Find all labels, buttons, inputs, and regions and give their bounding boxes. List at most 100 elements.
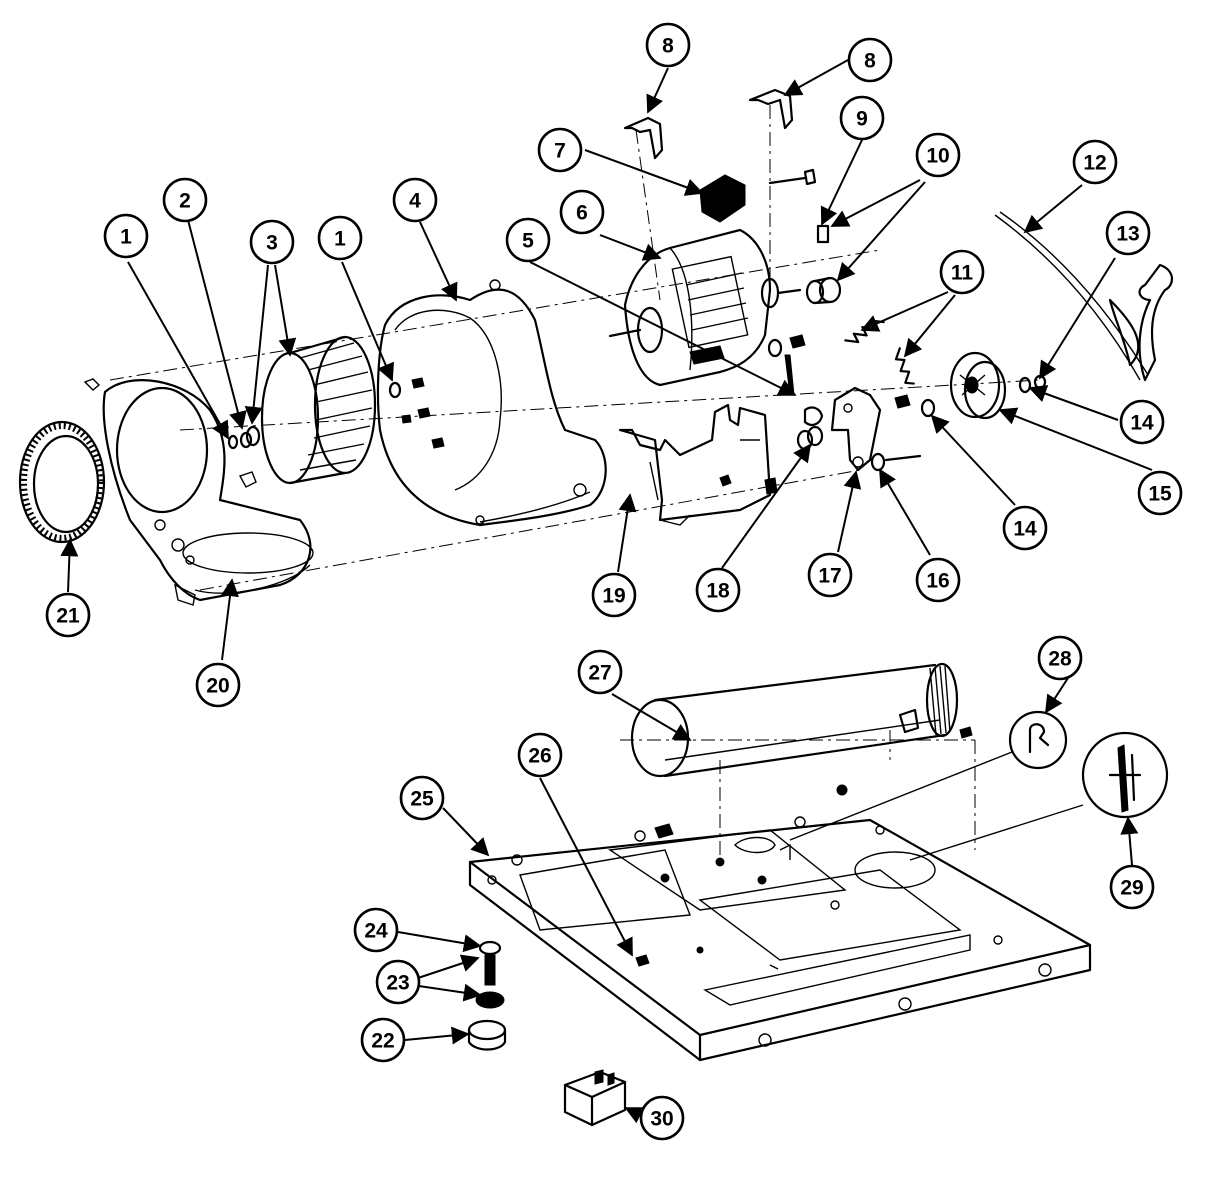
callout-c6: 6: [559, 189, 605, 235]
callout-circle: [249, 219, 295, 265]
callout-c23: 23: [375, 959, 421, 1005]
part-relay: [563, 1069, 627, 1127]
callout-number: 29: [1120, 877, 1143, 900]
callout-number: 4: [409, 190, 421, 213]
callout-number: 10: [926, 145, 949, 168]
callout-number: 11: [951, 262, 974, 285]
callout-c3: 3: [249, 219, 295, 265]
callout-c1a: 1: [103, 213, 149, 259]
callout-number: 19: [602, 585, 625, 608]
callout-circle: [45, 592, 91, 638]
callout-c18: 18: [695, 567, 741, 613]
callout-c25: 25: [399, 775, 445, 821]
callout-number: 22: [371, 1030, 394, 1053]
part-exhaust-duct: [630, 662, 973, 778]
callout-circle: [317, 215, 363, 261]
callout-c15: 15: [1137, 470, 1183, 516]
callout-c19: 19: [591, 572, 637, 618]
part-spring-clip-inset: [909, 731, 1169, 861]
callout-c11: 11: [939, 249, 985, 295]
callout-c17: 17: [807, 552, 853, 598]
callout-circle: [559, 189, 605, 235]
callout-circle: [695, 567, 741, 613]
part-blower-base: [194, 564, 311, 594]
part-leveling-leg: [467, 940, 507, 1051]
part-clip-inset: [789, 710, 1068, 841]
callout-c30: 30: [639, 1095, 685, 1141]
callout-c2: 2: [162, 177, 208, 223]
callout-number: 9: [856, 108, 868, 131]
callout-circle: [1002, 505, 1048, 551]
callout-number: 27: [588, 662, 611, 685]
callout-c21: 21: [45, 592, 91, 638]
callout-circle: [1105, 210, 1151, 256]
callout-circle: [591, 572, 637, 618]
callout-c13: 13: [1105, 210, 1151, 256]
callout-c20: 20: [195, 662, 241, 708]
callout-number: 16: [926, 570, 949, 593]
callout-circle: [103, 213, 149, 259]
callout-number: 20: [206, 675, 229, 698]
callout-circle: [1137, 470, 1183, 516]
callout-circle: [1072, 139, 1118, 185]
callout-circle: [847, 37, 893, 83]
callout-number: 17: [818, 565, 841, 588]
callout-number: 5: [522, 230, 534, 253]
callout-number: 1: [120, 226, 132, 249]
callout-c10: 10: [915, 132, 961, 178]
callout-circle: [162, 177, 208, 223]
callout-circle: [399, 775, 445, 821]
part-idler-pulley: [949, 351, 1047, 420]
callout-circle: [517, 732, 563, 778]
callout-number: 2: [179, 190, 191, 213]
callout-c1b: 1: [317, 215, 363, 261]
part-drum-belt: [994, 211, 1173, 382]
callout-circle: [839, 95, 885, 141]
callout-circle: [1109, 864, 1155, 910]
callout-number: 15: [1148, 483, 1172, 506]
callout-c24: 24: [353, 907, 399, 953]
callout-circle: [939, 249, 985, 295]
callout-c12: 12: [1072, 139, 1118, 185]
callout-circle: [505, 217, 551, 263]
callout-number: 21: [56, 605, 80, 628]
callout-c7: 7: [537, 127, 583, 173]
callout-circle: [195, 662, 241, 708]
callout-circle: [639, 1095, 685, 1141]
callout-number: 30: [650, 1108, 673, 1131]
part-motor: [608, 228, 802, 387]
callout-circle: [577, 649, 623, 695]
part-base-frame: [468, 784, 1092, 1062]
callout-c9: 9: [839, 95, 885, 141]
part-idler-arm: [767, 334, 936, 472]
callout-number: 26: [528, 745, 551, 768]
callout-circle: [353, 907, 399, 953]
callout-c29: 29: [1109, 864, 1155, 910]
callout-circle: [915, 132, 961, 178]
callout-c26: 26: [517, 732, 563, 778]
part-blower-front-plate: [83, 378, 314, 606]
part-motor-mount-bracket: [618, 403, 778, 526]
part-pulley-hub: [805, 224, 842, 305]
callout-circle: [807, 552, 853, 598]
callout-circle: [375, 959, 421, 1005]
callout-c28: 28: [1037, 635, 1083, 681]
callout-number: 14: [1130, 412, 1154, 435]
callout-circle: [915, 557, 961, 603]
callout-circle: [1037, 635, 1083, 681]
callout-circle: [360, 1017, 406, 1063]
part-clips: [623, 88, 794, 160]
part-lint-ring: [18, 420, 106, 544]
callout-c14b: 14: [1002, 505, 1048, 551]
callout-number: 14: [1013, 518, 1037, 541]
callout-number: 18: [706, 580, 730, 603]
leader-lines: [60, 59, 1153, 1124]
callout-number: 6: [576, 202, 588, 225]
callout-number: 7: [554, 140, 566, 163]
part-terminal-block: [699, 168, 817, 223]
callout-number: 12: [1083, 152, 1106, 175]
callout-number: 28: [1048, 648, 1072, 671]
callout-number: 25: [410, 788, 434, 811]
callout-c16: 16: [915, 557, 961, 603]
